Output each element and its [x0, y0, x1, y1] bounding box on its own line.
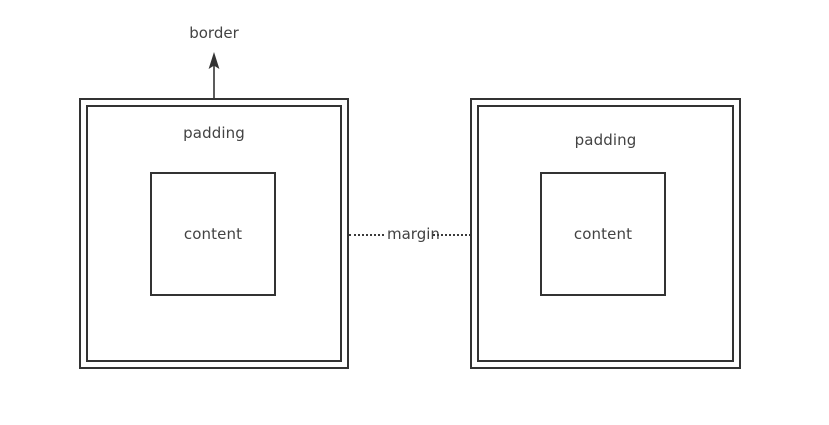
padding-label-left: padding: [183, 124, 245, 142]
padding-label-right: padding: [574, 131, 637, 149]
border-box-right: [470, 98, 741, 369]
dotted-line-icon-right: [433, 234, 471, 236]
margin-label: margin: [385, 225, 440, 243]
border-box-left: [79, 98, 349, 369]
box-model-left: padding content: [79, 98, 349, 369]
border-callout: border: [150, 24, 278, 100]
arrow-up-icon: [208, 52, 220, 100]
content-label-right: content: [573, 225, 633, 243]
border-label: border: [189, 24, 239, 42]
padding-box-right: [477, 105, 734, 362]
padding-box-left: [86, 105, 342, 362]
content-label-left: content: [183, 225, 243, 243]
box-model-right: padding content: [470, 98, 741, 369]
margin-connector: margin: [349, 225, 471, 245]
content-box-left: [150, 172, 276, 296]
dotted-line-icon-left: [349, 234, 388, 236]
content-box-right: [540, 172, 666, 296]
